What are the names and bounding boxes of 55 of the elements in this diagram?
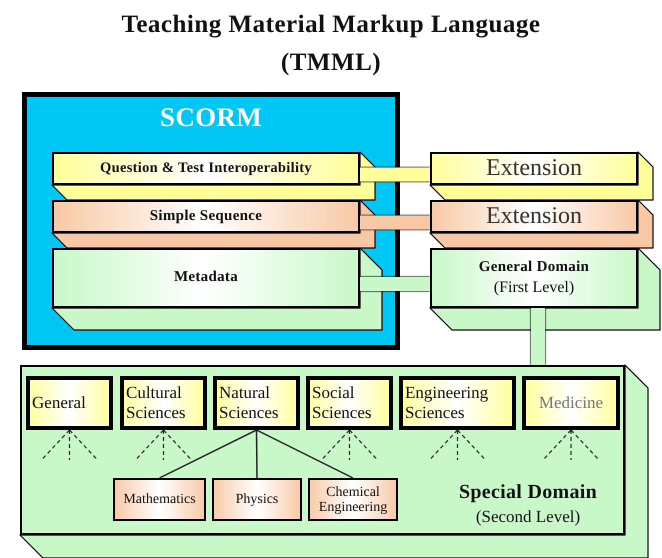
field-box [306,376,393,430]
dashed-branch-line [570,430,572,460]
field-box [213,376,300,430]
dashed-branch-line [69,430,98,460]
extension-box [430,200,638,233]
panel-label: Special Domain [458,481,598,504]
box-label: Extension [486,154,582,182]
box-label: Chemical Engineering [318,484,388,514]
subfield-box [212,478,302,521]
connector-bar [531,308,545,365]
box-label: Cultural Sciences [126,383,186,423]
tree-line [159,429,257,479]
dashed-branch-line [456,430,458,460]
dashed-branch-line [542,430,572,460]
layer-box [52,152,360,185]
subfield-box [308,478,398,521]
diagram-title: Teaching Material Markup Language (TMML) [120,10,542,78]
field-box [399,376,516,430]
level-note: (Second Level) [476,507,580,527]
field-box [26,376,113,430]
box-label: General [32,393,86,413]
box-label: General Domain [478,258,590,276]
box-label: Simple Sequence [150,208,262,226]
dashed-branch-line [135,430,164,460]
box-label: Extension [486,202,582,230]
dashed-branch-line [163,430,192,460]
dashed-branch-line [321,430,350,460]
panel-heading: SCORM [160,102,262,134]
dashed-branch-line [429,430,458,460]
field-box [120,376,207,430]
dashed-branch-line [349,430,378,460]
subfield-box [113,478,206,521]
dashed-branch-line [162,430,164,460]
domain-panel [20,365,625,535]
box-label: Natural Sciences [219,383,280,423]
layer-box [52,200,360,233]
field-box [522,376,620,430]
box-label: Physics [236,492,278,507]
box-label: Medicine [538,393,604,413]
dashed-branch-line [348,430,350,460]
dashed-branch-line [570,430,600,460]
dashed-branch-line [41,430,70,460]
layer-box [430,248,638,308]
tree-line [256,430,258,478]
level-note: (First Level) [494,278,574,298]
tree-line [256,429,354,479]
box-label: Question & Test Interoperability [100,160,312,177]
dashed-branch-line [68,430,70,460]
box-label: Engineering Sciences [405,383,490,423]
box-label: Social Sciences [312,383,372,423]
layer-box [52,248,360,308]
dashed-branch-line [457,430,486,460]
box-label: Mathematics [123,492,196,507]
box-label: Metadata [174,269,238,287]
extension-box [430,152,638,185]
